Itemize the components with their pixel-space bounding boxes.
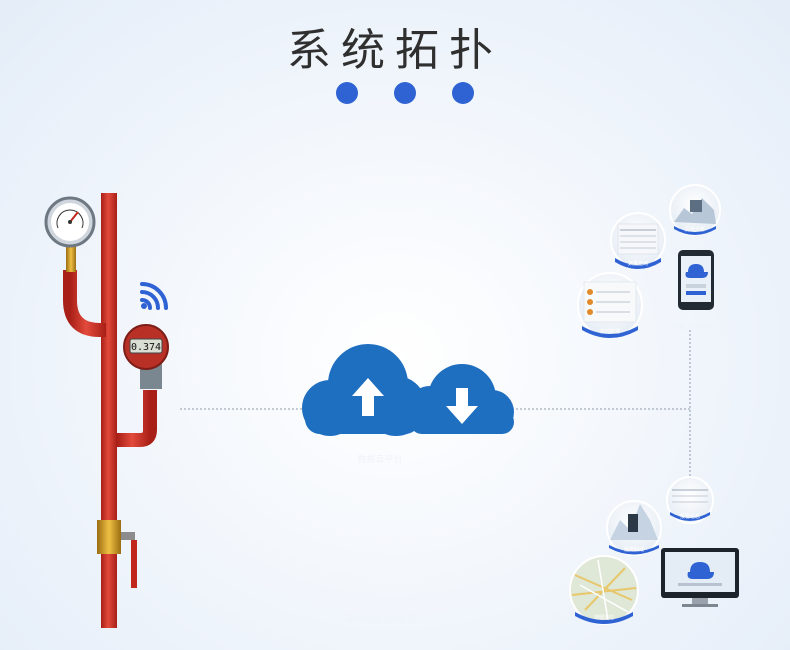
main-pipe xyxy=(101,193,117,628)
pc-label: PC电脑端 xyxy=(683,614,717,624)
sensor-branch-pipe xyxy=(117,390,150,440)
panel-data-query: 数据查询 xyxy=(611,213,665,269)
panel-label: 趋势曲线 xyxy=(624,546,644,553)
panel-map: 地图定位 xyxy=(570,556,638,624)
desktop-monitor-icon xyxy=(661,548,739,607)
panel-label: 实时数据 xyxy=(600,328,620,335)
pressure-device: 0.374 xyxy=(46,193,168,628)
panel-label: 报警信息 xyxy=(680,513,700,520)
pc-client-cluster: 报警信息 趋势曲线 地图定位 PC电脑端 xyxy=(570,477,739,624)
panel-label: 历史分析 xyxy=(685,226,705,233)
valve-handle xyxy=(131,540,137,588)
cloud-label: 数据云平台 xyxy=(357,453,402,465)
panel-realtime: 实时数据 xyxy=(578,273,642,338)
mobile-label: 手机APP端 xyxy=(670,322,709,332)
cloud-download-icon xyxy=(406,364,514,434)
panel-trend: 趋势曲线 xyxy=(607,501,661,555)
panel-label: 数据查询 xyxy=(628,260,648,267)
panel-alarm: 报警信息 xyxy=(667,477,713,523)
mobile-client-cluster: 数据查询 历史分析 实时数据 手机APP端 xyxy=(578,185,720,338)
device-label: 消防末端压力监测 xyxy=(344,613,416,625)
sensor-reading: 0.374 xyxy=(131,342,161,353)
panel-label: 地图定位 xyxy=(594,614,614,621)
panel-history: 历史分析 xyxy=(670,185,720,235)
gauge-fitting xyxy=(66,246,76,272)
cloud-platform xyxy=(302,344,514,436)
ball-valve xyxy=(97,520,121,554)
cloud-upload-icon xyxy=(302,344,426,436)
mobile-app-icon xyxy=(678,250,714,310)
gauge-branch-pipe xyxy=(70,270,106,330)
